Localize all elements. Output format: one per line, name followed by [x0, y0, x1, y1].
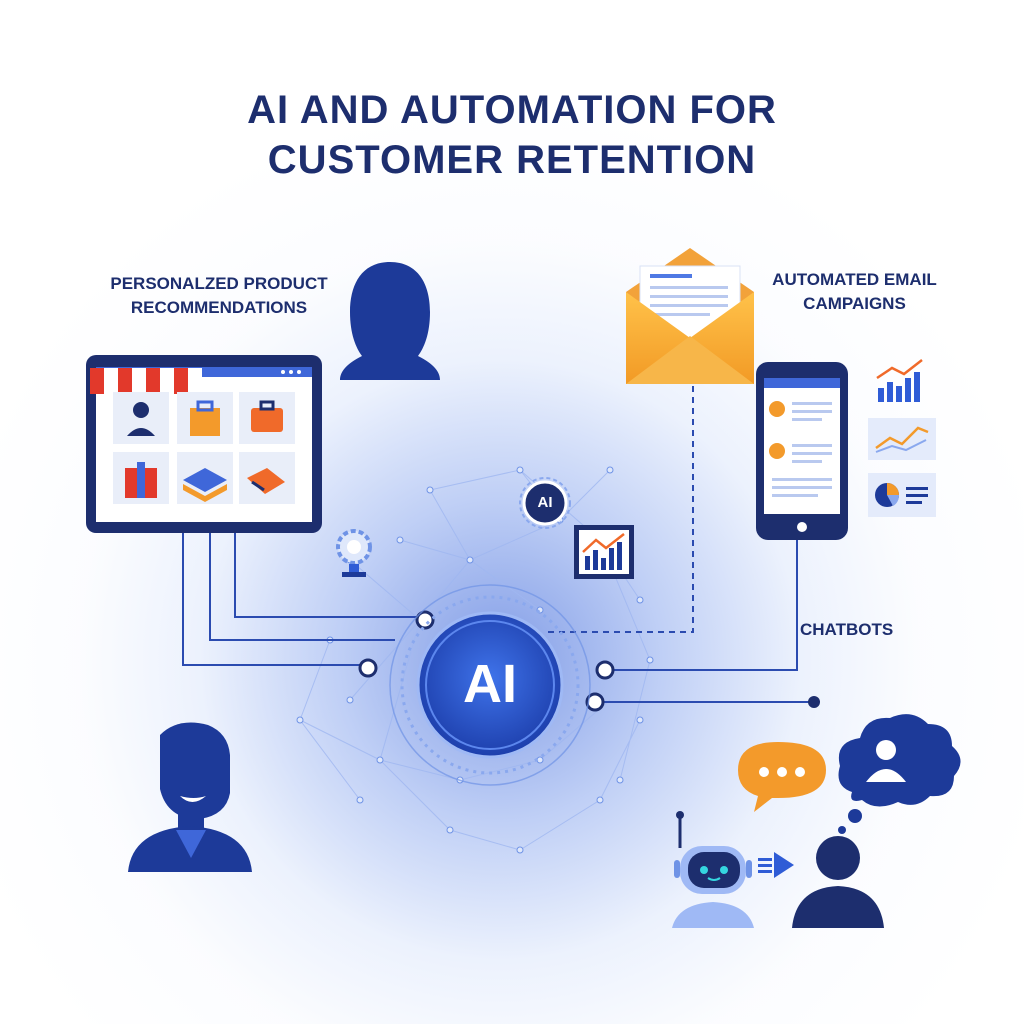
product-recommendations-label-line-1: PERSONALZED PRODUCT [110, 274, 328, 293]
chat-customer-icon [792, 836, 884, 928]
envelope-icon [626, 248, 754, 384]
phone-connector [605, 540, 798, 671]
chatbot-connector-dot [808, 696, 820, 708]
speech-bubble-icon [738, 742, 826, 812]
chatbots-label: CHATBOTS [800, 620, 894, 639]
analytics-board-icon [574, 525, 634, 579]
email-campaigns-label-line-1: AUTOMATED EMAIL [772, 270, 937, 289]
smartphone-icon [756, 362, 848, 540]
product-recommendations-label-line-2: RECOMMENDATIONS [130, 298, 308, 317]
storefront-icon [86, 355, 322, 533]
ai-hub [389, 584, 591, 786]
bar-chart-icon [876, 359, 923, 402]
robot-icon [672, 811, 754, 928]
customer-smile [180, 796, 206, 802]
ai-badge-icon [519, 477, 571, 529]
page-title-line-2: CUSTOMER RETENTION [267, 138, 757, 182]
customer-shirt-v [176, 830, 206, 858]
line-chart-icon [868, 418, 936, 460]
email-campaigns-label-line-2: CAMPAIGNS [803, 294, 906, 313]
connector-endpoints [358, 610, 615, 712]
product-recommendations-label: PERSONALZED PRODUCT RECOMMENDATIONS [84, 272, 354, 320]
ai-badge-label: AI [537, 494, 553, 511]
arrow-icon [758, 852, 794, 878]
thought-cloud-icon [838, 714, 961, 834]
email-connector [545, 386, 694, 633]
gear-globe-icon [336, 529, 372, 577]
page-title-line-1: AI AND AUTOMATION FOR [247, 88, 777, 132]
ai-hub-label: AI [463, 654, 517, 714]
email-campaigns-label: AUTOMATED EMAIL CAMPAIGNS [752, 268, 957, 316]
storefront-connectors [182, 532, 425, 666]
pie-chart-icon [868, 473, 936, 517]
person-silhouette-icon [340, 262, 440, 380]
